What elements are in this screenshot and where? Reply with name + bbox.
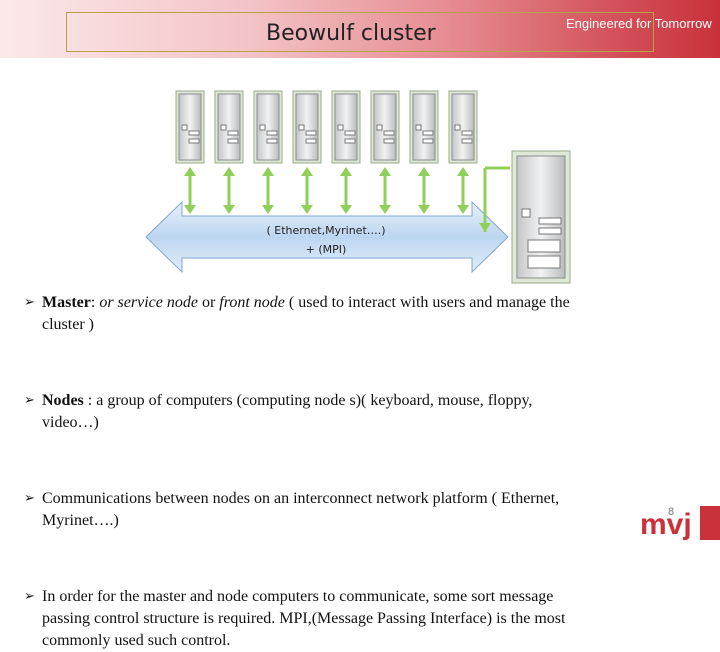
- compute-node: [292, 90, 322, 164]
- compute-node: [370, 90, 400, 164]
- master-link-arrow: [479, 166, 510, 232]
- bullet-italic: or service node: [99, 294, 198, 311]
- bullet-master: ➢ Master: or service node or front node …: [24, 292, 654, 336]
- bullet-text: :: [90, 294, 100, 311]
- compute-nodes: [175, 90, 510, 232]
- bullet-arrow-icon: ➢: [24, 295, 35, 310]
- compute-node: [331, 90, 361, 164]
- header-band: [0, 0, 720, 58]
- link-arrow: [262, 167, 274, 214]
- link-arrow: [418, 167, 430, 214]
- bullet-text: passing control structure is required. M…: [42, 610, 566, 627]
- bullet-text: Communications between nodes on an inter…: [42, 490, 560, 507]
- bullet-list: ➢ Master: or service node or front node …: [24, 292, 654, 649]
- bullet-arrow-icon: ➢: [24, 491, 35, 506]
- link-arrow: [223, 167, 235, 214]
- bullet-text: In order for the master and node compute…: [42, 588, 554, 605]
- network-label-line2: + (MPI): [305, 243, 347, 256]
- cluster-diagram: [145, 90, 571, 284]
- bullet-communications: ➢ Communications between nodes on an int…: [24, 488, 654, 532]
- bullet-text: commonly used such control.: [42, 632, 231, 649]
- bullet-text: : a group of computers (computing node s…: [83, 392, 533, 409]
- page-number: 8: [668, 506, 675, 518]
- network-label-line1: ( Ethernet,Myrinet….): [266, 224, 386, 237]
- bullet-text: video…): [42, 414, 99, 431]
- bullet-text: ( used to interact with users and manage…: [284, 294, 570, 311]
- compute-node: [253, 90, 283, 164]
- compute-node: [175, 90, 205, 164]
- bullet-text: or: [197, 294, 220, 311]
- link-arrow: [379, 167, 391, 214]
- title-frame: [66, 12, 654, 52]
- compute-node: [214, 90, 244, 164]
- bullet-nodes: ➢ Nodes : a group of computers (computin…: [24, 390, 654, 434]
- bullet-arrow-icon: ➢: [24, 589, 35, 604]
- network-arrow: [145, 200, 509, 274]
- slide-title: Beowulf cluster: [266, 21, 436, 46]
- compute-node: [409, 90, 439, 164]
- bullet-text: cluster ): [42, 316, 94, 333]
- header-tagline: Engineered for Tomorrow: [566, 16, 712, 31]
- bullet-italic: front node: [219, 294, 285, 311]
- bullet-term: Master: [42, 294, 91, 311]
- bullet-term: Nodes: [42, 392, 84, 409]
- bullet-mpi: ➢ In order for the master and node compu…: [24, 586, 654, 652]
- master-node: [511, 150, 571, 284]
- compute-node: [448, 90, 478, 164]
- link-arrow: [301, 167, 313, 214]
- logo-text: mvj: [640, 508, 692, 540]
- link-arrow: [184, 167, 196, 214]
- mvj-logo: mvj: [640, 506, 720, 540]
- bullet-arrow-icon: ➢: [24, 393, 35, 408]
- link-arrow: [457, 167, 469, 214]
- bullet-text: Myrinet….): [42, 512, 119, 529]
- link-arrow: [340, 167, 352, 214]
